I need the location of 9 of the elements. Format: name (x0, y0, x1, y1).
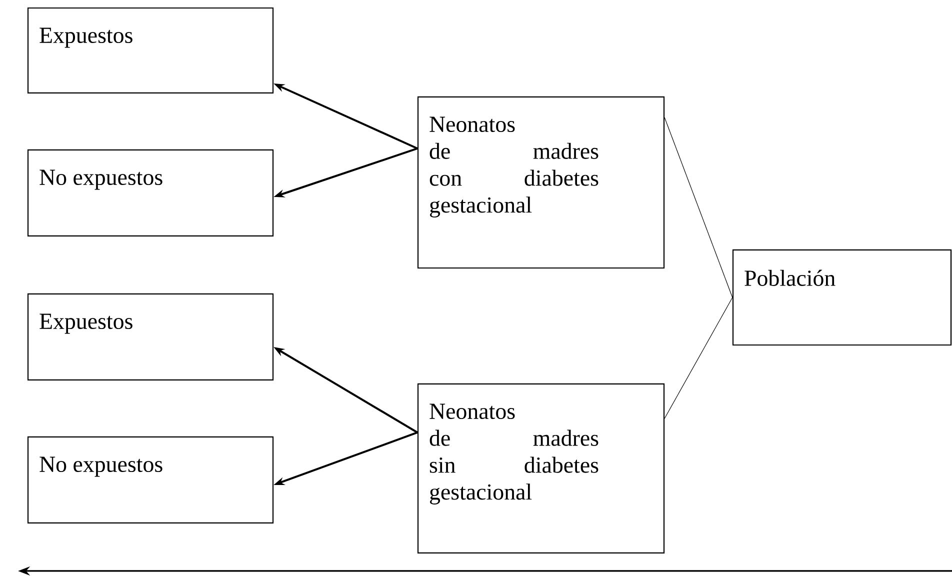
connector-line (664, 117, 733, 298)
box: Expuestos (27, 293, 274, 381)
box: Neonatos de madres con diabetes gestacional (417, 96, 665, 269)
box: Población (732, 249, 952, 346)
box: Neonatos de madres sin diabetes gestacional (417, 383, 665, 554)
box: No expuestos (27, 436, 274, 524)
box: Expuestos (27, 7, 274, 94)
connector-line (664, 297, 733, 419)
box: No expuestos (27, 149, 274, 237)
